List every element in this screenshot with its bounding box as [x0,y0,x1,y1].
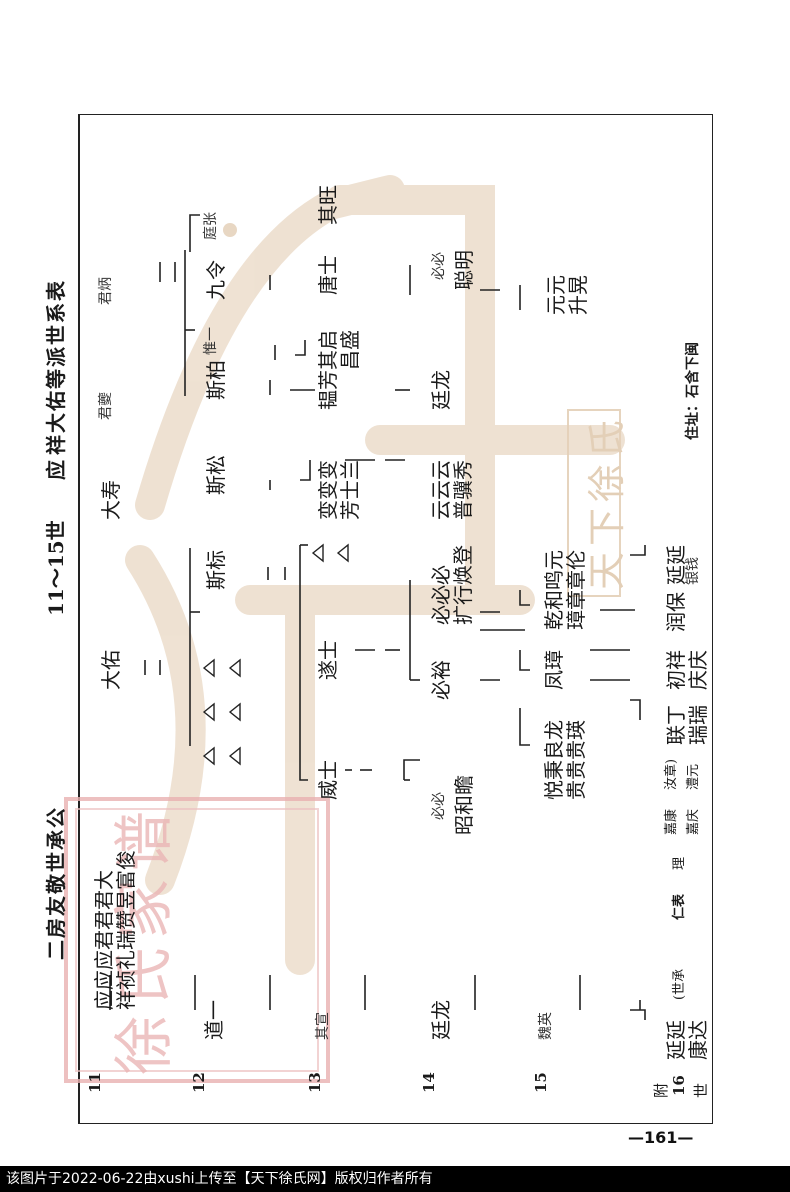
g16-ren: 仁表 [672,893,687,920]
g14-bi3: 必必 [431,252,447,280]
left-title: 二房友敬世承公 [44,806,68,960]
gen-label-11: 11 [86,1072,104,1093]
g16-jiaqing: 嘉庆 [686,808,701,835]
g16-runbao: 润保 [664,592,688,632]
g15-yuan-bottom: 升晃 [566,275,590,315]
g14-tinglong: 廷龙 [429,1000,453,1040]
g14-tinglong2: 廷龙 [429,370,453,410]
g16-liandding-bottom: 瑞瑞 [686,705,710,745]
gen-label-14: 14 [420,1072,438,1093]
g13-bian-bottom: 芳士兰 [338,460,362,520]
g11-junbing: 君炳 [98,277,114,305]
g15-yue-bottom: 贵贵贵瑛 [564,720,588,800]
red-seal [64,797,330,1083]
right-title: 祥大佑等派世系表 [44,279,68,455]
g13-she: 韫芳 [316,370,340,410]
g14-yun-bottom: 普骥秀 [451,460,475,520]
address-note: 住址：石含下闽 [685,342,701,440]
g16-shicheng: (世承 [672,968,687,1000]
g12-wei: 惟一 [203,327,219,355]
g13-tangshi: 唐士 [316,255,340,295]
g14-bi-bottom: 昭和瞻 [452,775,476,835]
page-number: —161— [628,1128,694,1147]
g11-dashou: 大寿 [99,480,123,520]
g13-qixuan: 其宣 [315,1012,331,1040]
g14-bi4: 聪明 [452,250,476,290]
g13-suishi: 遂士 [316,640,340,680]
g13-qiqi-bottom: 昌盛 [338,330,362,370]
g16-liyuan: 澧元 [686,763,701,790]
g11-left-bottom: 祥祯礼瑞赞昱富俊 [114,850,138,1010]
g15-weiying: 魏英 [538,1012,554,1040]
g16-jiakang: 嘉康 [664,808,679,835]
gen-label-15: 15 [532,1072,550,1093]
watermark-text-box [567,409,621,597]
g16-ruzhang: 汝章) [664,758,679,790]
gen-label-fu: 附 [652,1082,670,1098]
g14-biyu: 必裕 [429,660,453,700]
gen-label-16: 16 [670,1075,688,1096]
g12-sisong: 斯松 [204,455,228,495]
gen-label-12: 12 [190,1072,208,1093]
g12-ting: 庭张 [203,212,219,240]
right-prefix: 应 [44,458,68,480]
g14-bibibi-bottom: 扩行焕登 [451,545,475,625]
g15-feng: 凤璋 [542,650,566,690]
g13-qiwang: 其旺 [316,185,340,225]
g16-li: 理 [672,856,687,870]
gen-label-shi: 世 [692,1082,710,1098]
gen-label-13: 13 [306,1072,324,1093]
footer-caption: 该图片于2022-06-22由xushi上传至【天下徐氏网】版权归作者所有 [0,1166,790,1192]
g16-yanyan-bottom: 康达 [686,1020,710,1060]
g16-chuxiang-bottom: 庆庆 [686,650,710,690]
g11-dayou: 大佑 [99,650,123,690]
g11-junkui: 君夔 [98,392,114,420]
page-frame [78,114,713,1124]
g12-dao: 道一 [202,1000,226,1040]
g12-sibiao: 斯标 [204,550,228,590]
g12-sibai: 斯柏 [204,360,228,400]
g14-bi-top: 必必 [431,792,447,820]
g12-jiu: 九令 [204,260,228,300]
g16-yan3: 银钱 [685,557,701,585]
g13-weishi: 威士 [316,760,340,800]
mid-title: 11～15世 [44,520,68,616]
g15-qian-bottom: 璋章章伦 [564,550,588,630]
